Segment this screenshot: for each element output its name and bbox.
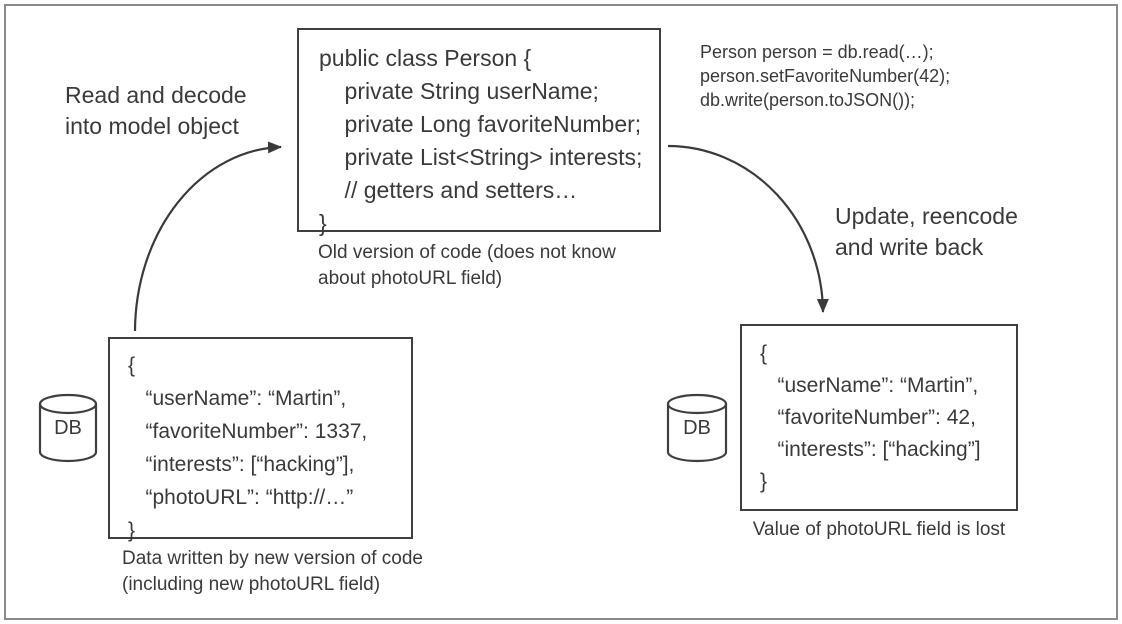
read-decode-label: Read and decode into model object xyxy=(65,82,247,139)
json-old-data: { “userName”: “Martin”, “favoriteNumber”… xyxy=(128,354,368,542)
write-arrow xyxy=(667,144,829,313)
json-box-new-data: { “userName”: “Martin”, “favoriteNumber”… xyxy=(740,324,1018,511)
json-new-data: { “userName”: “Martin”, “favoriteNumber”… xyxy=(760,342,981,493)
read-arrow xyxy=(133,141,282,332)
update-write-label: Update, reencode and write back xyxy=(835,203,1018,260)
update-code-snippet: Person person = db.read(…); person.setFa… xyxy=(700,42,951,110)
json-old-caption: Data written by new version of code (inc… xyxy=(122,548,423,595)
db-cylinder-left-icon xyxy=(38,393,98,463)
db-cylinder-right-icon xyxy=(666,393,728,463)
db-left-label: DB xyxy=(54,417,82,439)
person-class-box: public class Person { private String use… xyxy=(297,28,661,236)
json-new-caption: Value of photoURL field is lost xyxy=(752,519,1006,540)
person-class-code: public class Person { private String use… xyxy=(319,45,643,236)
person-class-caption: Old version of code (does not know about… xyxy=(318,242,616,289)
json-box-old-data: { “userName”: “Martin”, “favoriteNumber”… xyxy=(108,337,413,542)
db-right-label: DB xyxy=(683,417,711,439)
